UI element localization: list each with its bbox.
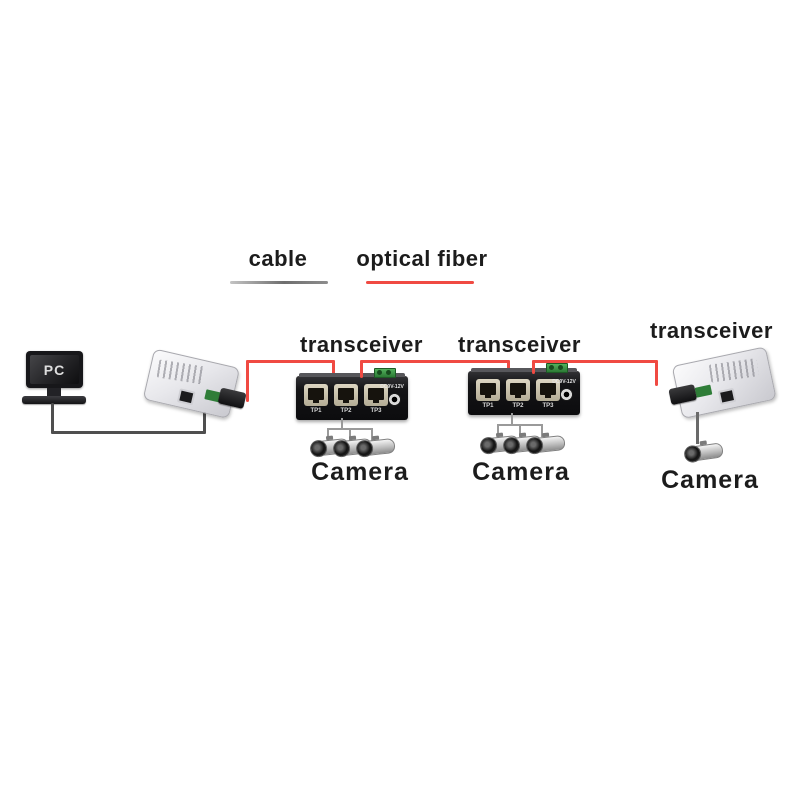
rj45-port-row [304,384,388,406]
port-label-row: TP1 TP2 TP3 [304,408,388,414]
camera-cable-segment [696,412,699,444]
fiber-link-segment [655,360,658,386]
camera-group-1-label: Camera [311,458,409,486]
fiber-link-segment [360,360,363,378]
transceiver-label-2: transceiver [458,332,581,357]
camera-cable-segment [327,428,329,441]
camera-icon [355,435,396,459]
camera-icon [525,432,566,456]
fiber-link-segment [246,360,249,402]
media-converter-body [671,346,777,420]
port-label: TP3 [542,403,554,409]
legend-fiber-line [366,281,474,284]
camera-group-3-label: Camera [661,466,759,494]
rj45-port [506,379,530,401]
camera-group-2-label: Camera [472,458,570,486]
pc-stand [47,388,61,397]
legend-cable-label: cable [248,246,308,271]
ethernet-cable-segment [51,431,206,434]
transceiver-label-3: transceiver [650,318,773,343]
transceiver-box-2: TP1 TP2 TP3 DC9V-12V [468,363,580,415]
rj45-port-row [476,379,560,401]
box-top-edge [299,373,405,377]
power-jack [560,388,573,401]
camera-cable-segment [341,418,343,430]
ethernet-cable-segment [203,412,206,434]
camera-cable-segment [349,428,351,441]
port-label-row: TP1 TP2 TP3 [476,403,560,409]
fiber-link-segment [532,360,535,374]
rj45-port [476,379,500,401]
camera-cable-segment [371,428,373,441]
fiber-link-segment [360,360,510,363]
legend-fiber-label: optical fiber [356,246,488,271]
port-label: TP2 [340,408,352,414]
camera-cable-segment [541,424,543,437]
power-label: DC9V-12V [552,379,576,385]
fiber-link-segment [507,360,510,374]
port-label: TP1 [310,408,322,414]
pc-screen: PC [30,355,79,384]
transceiver-label-1: transceiver [300,332,423,357]
media-converter-3 [645,338,782,429]
media-converter-body [142,348,241,419]
rj45-port [536,379,560,401]
rj45-port [364,384,388,406]
camera-icon [683,439,724,464]
pc-keyboard [22,396,86,404]
ethernet-cable-segment [51,403,54,434]
dc-terminal-block [374,368,396,378]
port-label: TP2 [512,403,524,409]
transceiver-box-1: TP1 TP2 TP3 DC9V-12V [296,368,408,420]
pc-screen-label: PC [43,361,66,378]
fiber-link-segment [532,360,658,363]
fiber-link-segment [332,360,335,378]
camera-cable-segment [519,424,521,437]
media-converter-1 [139,343,255,429]
port-label: TP3 [370,408,382,414]
pc-monitor: PC [26,351,83,388]
port-label: TP1 [482,403,494,409]
dc-terminal-block [546,363,568,373]
camera-cable-segment [511,413,513,426]
rj45-port [304,384,328,406]
fiber-link-segment [246,360,335,363]
legend-cable-line [230,281,328,284]
power-jack [388,393,401,406]
box-top-edge [471,368,577,372]
rj45-port [334,384,358,406]
power-label: DC9V-12V [380,384,404,390]
camera-cable-segment [497,424,499,437]
